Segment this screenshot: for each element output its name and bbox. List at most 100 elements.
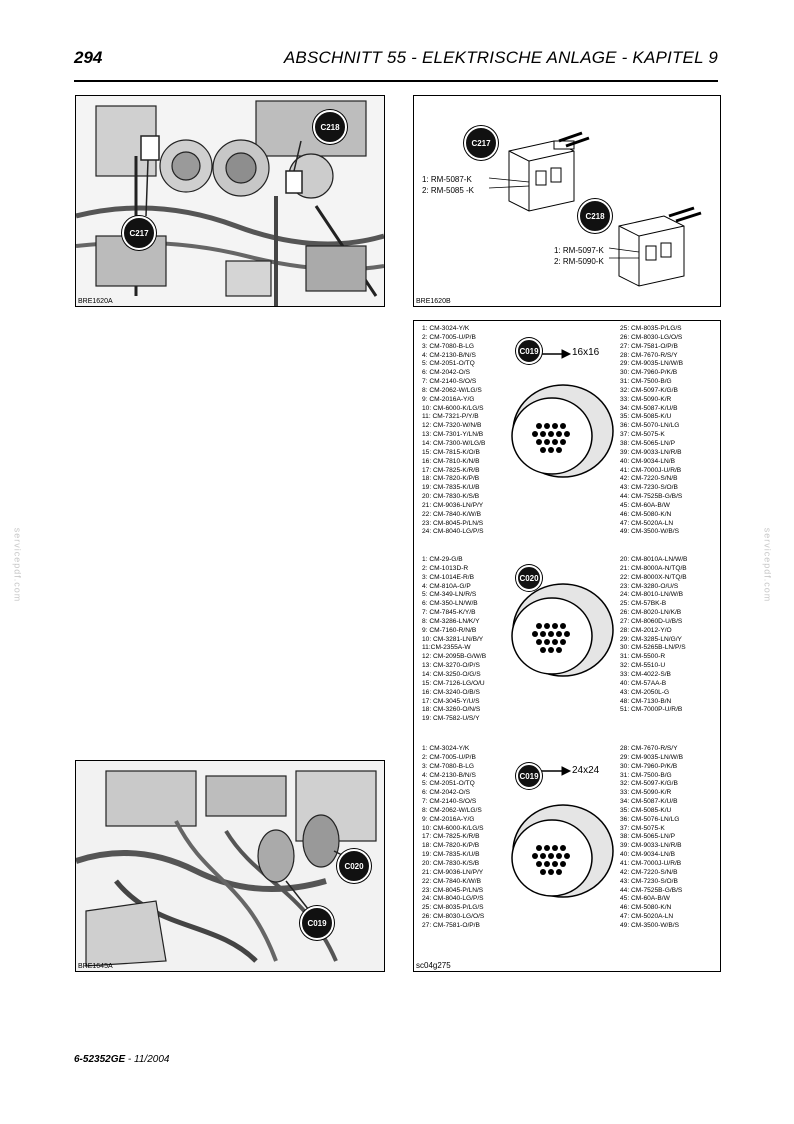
pin-entry: 12: CM-2095B-G/W/B: [422, 653, 487, 661]
pin-entry: 20: CM-7830-K/S/B: [422, 859, 480, 867]
pin-entry: 18: CM-7820-K/P/B: [422, 475, 480, 483]
pin-entry: 28: CM-7670-R/S/Y: [620, 745, 678, 752]
pin-entry: 26: CM-8030-LG/O/S: [620, 333, 683, 341]
pin-entry: 47: CM-5020A-LN: [620, 519, 674, 527]
pin-entry: 24: CM-8040-LG/P/S: [422, 895, 484, 903]
figure-engine-photo-1: C218 C217 BRE1620A: [75, 95, 385, 307]
connector-badge-c019: C019: [516, 763, 542, 789]
figure-label: BRE1620B: [416, 298, 451, 305]
pin-entry: 2: CM-7005-U/P/B: [422, 333, 476, 341]
pin-entry: 2: CM-1013D-R: [422, 564, 469, 572]
pin-entry: 1: CM-3024-Y/K: [422, 745, 470, 752]
wire-label: 2: RM-5085 -K: [422, 186, 475, 195]
connector-badge-c020: C020: [516, 565, 542, 591]
pin-entry: 26: CM-8030-LG/O/S: [422, 913, 485, 921]
pin-entry: 33: CM-5090-K/R: [620, 395, 672, 403]
pin-entry: 16: CM-3240-O/B/S: [422, 688, 480, 696]
pin-entry: 49: CM-3500-W/B/S: [620, 921, 679, 929]
pin-entry: 8: CM-2062-W/LG/S: [422, 386, 482, 394]
pin-entry: 5: CM-2051-O/TQ: [422, 780, 475, 788]
pin-entry: 17: CM-7825-K/R/B: [422, 833, 480, 841]
pin-entry: 20: CM-7830-K/S/B: [422, 493, 480, 501]
pin-entry: 4: CM-2130-B/N/S: [422, 351, 476, 359]
pin-entry: 35: CM-5085-K/U: [620, 413, 672, 421]
pin-entry: 3: CM-7080-B-LG: [422, 762, 475, 770]
figure-label: BRE1645A: [78, 963, 113, 970]
connector-badge-c019: C019: [300, 906, 334, 940]
pin-entry: 1: CM-3024-Y/K: [422, 325, 470, 332]
pin-entry: 10: CM-6000-K/LG/S: [422, 824, 484, 832]
pin-entry: 3: CM-1014E-R/B: [422, 573, 475, 581]
connector-badge-c218: C218: [313, 110, 347, 144]
pin-entry: 11:CM-2355A-W: [422, 644, 471, 652]
pin-entry: 14: CM-7300-W/LG/B: [422, 439, 486, 447]
pin-entry: 36: CM-5070-LN/LG: [620, 422, 680, 430]
pin-entry: 7: CM-2140-S/O/S: [422, 378, 477, 386]
pin-entry: 40: CM-9034-LN/B: [620, 851, 675, 859]
pin-entry: 37: CM-5075-K: [620, 431, 665, 439]
pin-entry: 22: CM-7840-K/W/B: [422, 877, 481, 885]
pin-entry: 18: CM-3260-O/N/S: [422, 706, 481, 714]
pin-entry: 39: CM-9033-LN/R/B: [620, 448, 682, 456]
wire-label: 1: RM-5087-K: [422, 175, 472, 184]
pin-entry: 44: CM-7525B-G/B/S: [620, 493, 683, 501]
pin-entry: 13: CM-3270-O/P/S: [422, 662, 480, 670]
pin-entry: 19: CM-7582-U/S/Y: [422, 715, 480, 723]
pin-entry: 16: CM-7810-K/N/B: [422, 457, 480, 465]
pin-entry: 11: CM-7321-P/Y/B: [422, 413, 479, 421]
pin-entry: 29: CM-9035-LN/W/B: [620, 753, 684, 761]
pin-entry: 47: CM-5020A-LN: [620, 913, 674, 921]
pin-entry: 17: CM-3045-Y/U/S: [422, 697, 480, 705]
pin-entry: 31: CM-7500-B/G: [620, 771, 672, 779]
pin-entry: 24: CM-8010-LN/W/B: [620, 591, 684, 599]
pin-entry: 27: CM-8060D-U/B/S: [620, 617, 683, 625]
pin-entry: 14: CM-3250-O/G/S: [422, 670, 481, 678]
pin-entry: 27: CM-7581-O/P/B: [620, 342, 678, 350]
pin-entry: 34: CM-5087-K/U/B: [620, 404, 678, 412]
page-footer: 6-52352GE - 11/2004: [74, 1054, 169, 1065]
pin-entry: 10: CM-6000-K/LG/S: [422, 404, 484, 412]
connector-drawing: [488, 131, 702, 287]
pin-entry: 12: CM-7320-W/N/B: [422, 422, 482, 430]
pin-entry: 22: CM-7840-K/W/B: [422, 510, 481, 518]
pin-entry: 24: CM-8040-LG/P/S: [422, 528, 484, 536]
pin-entry: 41: CM-7000J-U/R/B: [620, 859, 682, 867]
pin-entry: 26: CM-8020-LN/K/B: [620, 609, 682, 617]
pin-entry: 35: CM-5085-K/U: [620, 806, 672, 814]
connector-badge-c217: C217: [464, 126, 498, 160]
pin-entry: 5: CM-2051-O/TQ: [422, 360, 475, 368]
pin-entry: 34: CM-5087-K/U/B: [620, 798, 678, 806]
pin-entry: 31: CM-5500-R: [620, 653, 666, 661]
connector-badge-c019: C019: [516, 338, 542, 364]
pin-entry: 15: CM-7126-LG/O/U: [422, 679, 485, 687]
pin-entry: 43: CM-7230-S/O/B: [620, 484, 678, 492]
pin-entry: 1: CM-29-G/B: [422, 556, 463, 563]
pin-entry: 40: CM-57AA-B: [620, 679, 667, 687]
pin-entry: 15: CM-7815-K/O/B: [422, 448, 480, 456]
pin-entry: 22: CM-8000X-N/TQ/B: [620, 573, 687, 581]
pin-entry: 31: CM-7500-B/G: [620, 378, 672, 386]
pin-entry: 6: CM-350-LN/W/B: [422, 600, 478, 608]
connector-badge-c218: C218: [578, 199, 612, 233]
wire-label: 2: RM-5090-K: [554, 257, 604, 266]
pin-entry: 8: CM-2062-W/LG/S: [422, 806, 482, 814]
pin-entry: 42: CM-7220-S/N/B: [620, 868, 678, 876]
pin-entry: 8: CM-3286-LN/K/Y: [422, 617, 480, 625]
pin-entry: 27: CM-7581-O/P/B: [422, 921, 480, 929]
pin-entry: 6: CM-2042-O/S: [422, 789, 471, 797]
wire-label: 1: RM-5097-K: [554, 246, 604, 255]
pin-entry: 48: CM-7130-B/N: [620, 697, 672, 705]
pin-entry: 38: CM-5065-LN/P: [620, 439, 675, 447]
figure-connector-drawing: C217 1: RM-5087-K 2: RM-5085 -K C218 1: …: [413, 95, 721, 307]
pin-entry: 45: CM-60A-B/W: [620, 501, 670, 509]
pin-entry: 32: CM-5097-K/G/B: [620, 780, 678, 788]
pin-entry: 7: CM-7845-K/Y/B: [422, 609, 476, 617]
pin-entry: 9: CM-2016A-Y/G: [422, 395, 475, 403]
connector-size-label: 16x16: [572, 347, 600, 358]
